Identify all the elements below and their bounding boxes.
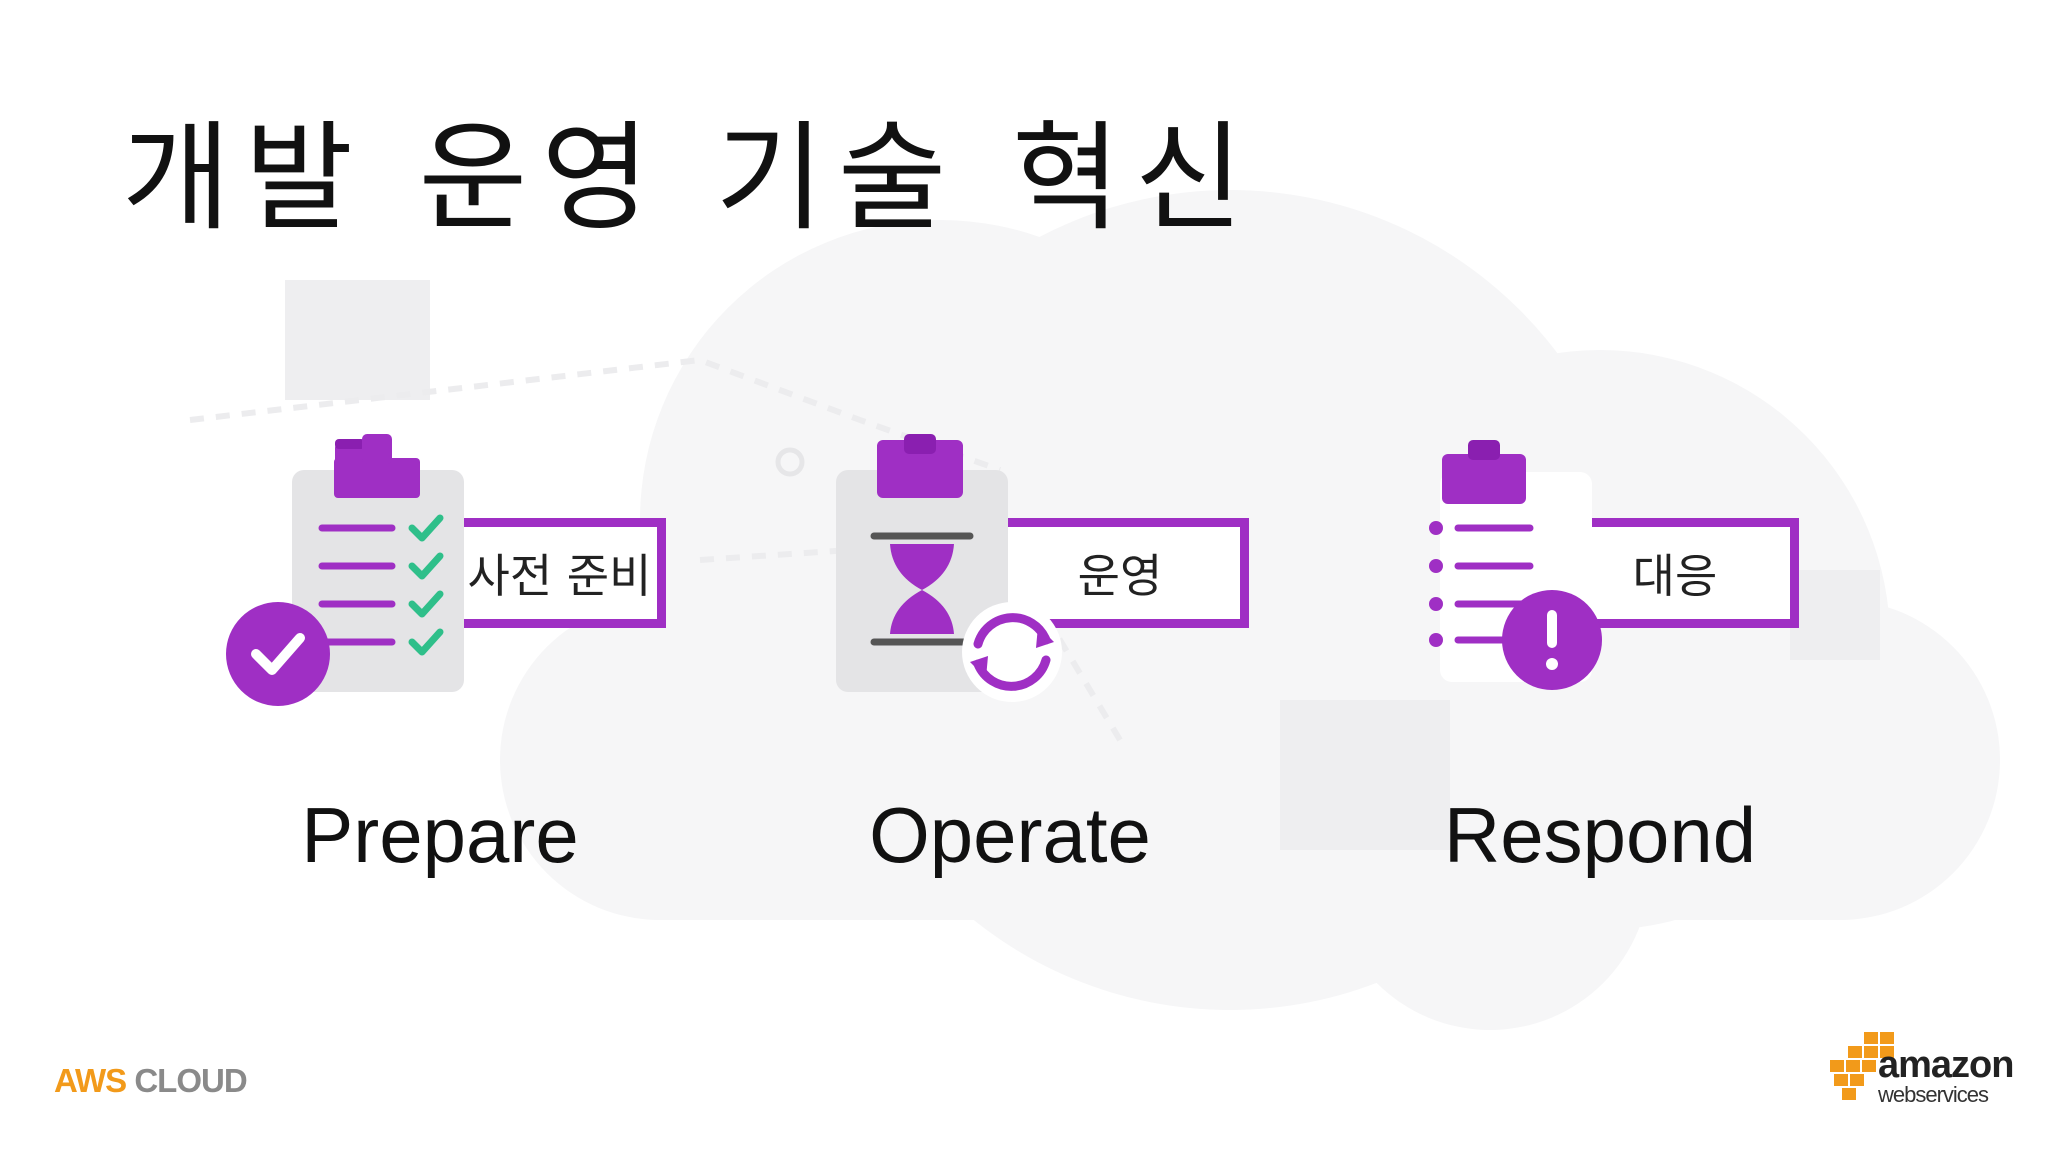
hourglass-refresh-icon — [836, 434, 1062, 702]
aws-cloud-brand-aws: AWS — [54, 1062, 127, 1099]
aws-logo-webservices-text: webservices — [1878, 1082, 1989, 1107]
aws-cloud-brand-cloud: CLOUD — [134, 1062, 247, 1099]
aws-cubes-logo-icon — [1830, 1032, 1894, 1100]
slide-title: 개발 운영 기술 혁신 — [122, 109, 1258, 247]
aws-logo-amazon-text: amazon — [1878, 1044, 2014, 1086]
clipboard-checklist-icon — [226, 434, 464, 706]
aws-cloud-brand: AWS CLOUD — [54, 1062, 248, 1100]
stage-label-operate: Operate — [869, 791, 1151, 879]
stage-label-respond: Respond — [1443, 791, 1757, 879]
stage-box-operate: 운영 — [1000, 518, 1249, 628]
stage-label-prepare: Prepare — [301, 791, 579, 879]
stage-box-prepare: 사전 준비 — [462, 518, 666, 628]
stage-box-respond: 대응 — [1560, 518, 1799, 628]
alert-list-icon — [1429, 440, 1602, 690]
